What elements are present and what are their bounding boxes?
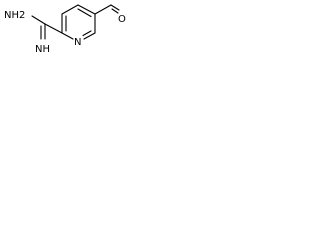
bond-c2-amidine-c — [44, 23, 63, 34]
bond-c6-aldehyde-c — [94, 4, 112, 15]
atom-label-o: O — [118, 14, 126, 25]
ring-bond-c4-c5 — [77, 4, 96, 15]
ring-bond-c6-n1 — [83, 32, 96, 40]
ring-bond-n1-c2 — [61, 32, 74, 40]
pyridine-ring — [61, 4, 96, 40]
atom-label-ring-n: N — [74, 37, 81, 48]
aldehyde-group — [94, 4, 120, 15]
ring-double-bond-c6-n1 — [82, 30, 92, 37]
ring-double-bond-c4-c5 — [77, 8, 92, 18]
bond-amidine-c-nh2 — [31, 15, 46, 25]
bond-aldehyde-c-o — [110, 4, 120, 11]
bond-aldehyde-c-o-double — [111, 8, 119, 14]
molecule-structure: NH2 NH N O — [4, 4, 126, 55]
atom-label-nh: NH — [35, 44, 50, 55]
ring-bond-c3-c4 — [61, 4, 79, 15]
atom-label-nh2: NH2 — [4, 10, 25, 21]
amidine-group — [31, 15, 63, 40]
